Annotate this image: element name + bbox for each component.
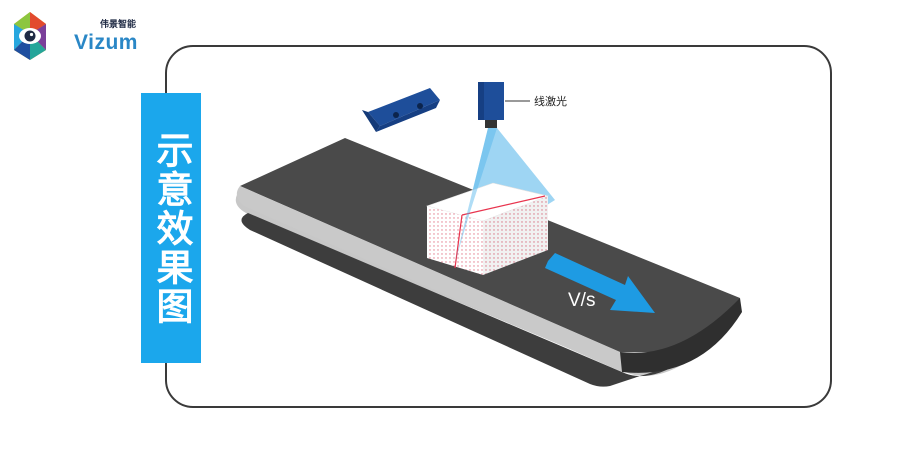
- brand-name: Vizum: [74, 31, 138, 54]
- title-banner: 示意效果图: [141, 93, 201, 363]
- belt-lower-band: [236, 186, 623, 372]
- motion-arrow-icon: [545, 253, 655, 313]
- laser-line-top: [461, 195, 546, 216]
- box-side: [483, 196, 548, 275]
- brand-logo: 伟景智能 Vizum: [0, 0, 160, 70]
- eye-logo-icon: [14, 12, 46, 60]
- laser-line-front: [454, 214, 463, 269]
- box-front: [427, 206, 483, 275]
- diagram-title: 示意效果图: [150, 130, 193, 326]
- line-laser-icon: [478, 82, 504, 128]
- belt-end-roller: [620, 298, 742, 373]
- speed-label: V/s: [568, 290, 595, 311]
- package-box: [425, 182, 550, 275]
- brand-chinese-name: 伟景智能: [100, 20, 137, 30]
- line-laser-label: 线激光: [534, 94, 567, 108]
- 3d-camera-icon: [362, 88, 440, 132]
